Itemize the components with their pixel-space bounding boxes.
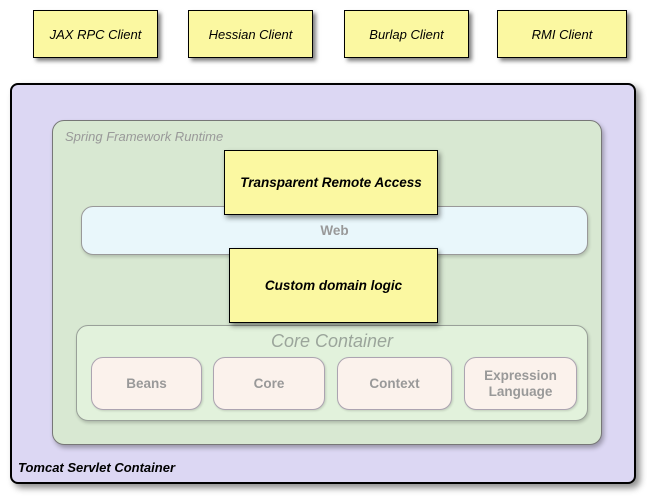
- web-layer-label: Web: [320, 223, 348, 238]
- custom-domain-logic-label: Custom domain logic: [265, 278, 402, 293]
- core-container: Core Container Beans Core Context Expres…: [76, 325, 588, 421]
- module-box-context: Context: [337, 357, 452, 410]
- tomcat-servlet-container: Spring Framework Runtime Transparent Rem…: [10, 83, 636, 484]
- client-box-hessian: Hessian Client: [188, 10, 313, 58]
- module-box-beans: Beans: [91, 357, 202, 410]
- client-box-label: RMI Client: [532, 27, 593, 42]
- client-box-label: Burlap Client: [369, 27, 443, 42]
- client-box-jax-rpc: JAX RPC Client: [33, 10, 158, 58]
- client-box-burlap: Burlap Client: [344, 10, 469, 58]
- client-box-rmi: RMI Client: [497, 10, 627, 58]
- module-label: Expression Language: [473, 368, 568, 399]
- custom-domain-logic-box: Custom domain logic: [229, 248, 438, 323]
- core-container-label: Core Container: [77, 331, 587, 352]
- client-box-label: Hessian Client: [209, 27, 293, 42]
- client-box-label: JAX RPC Client: [50, 27, 142, 42]
- runtime-label: Spring Framework Runtime: [65, 129, 223, 144]
- spring-framework-runtime: Spring Framework Runtime Transparent Rem…: [52, 120, 602, 445]
- module-box-expression-language: Expression Language: [464, 357, 577, 410]
- tomcat-container-label: Tomcat Servlet Container: [18, 460, 175, 475]
- transparent-remote-access-label: Transparent Remote Access: [240, 175, 422, 190]
- module-label: Beans: [126, 376, 167, 392]
- module-box-core: Core: [213, 357, 325, 410]
- transparent-remote-access-box: Transparent Remote Access: [224, 150, 438, 215]
- module-label: Core: [254, 376, 285, 392]
- module-label: Context: [369, 376, 419, 392]
